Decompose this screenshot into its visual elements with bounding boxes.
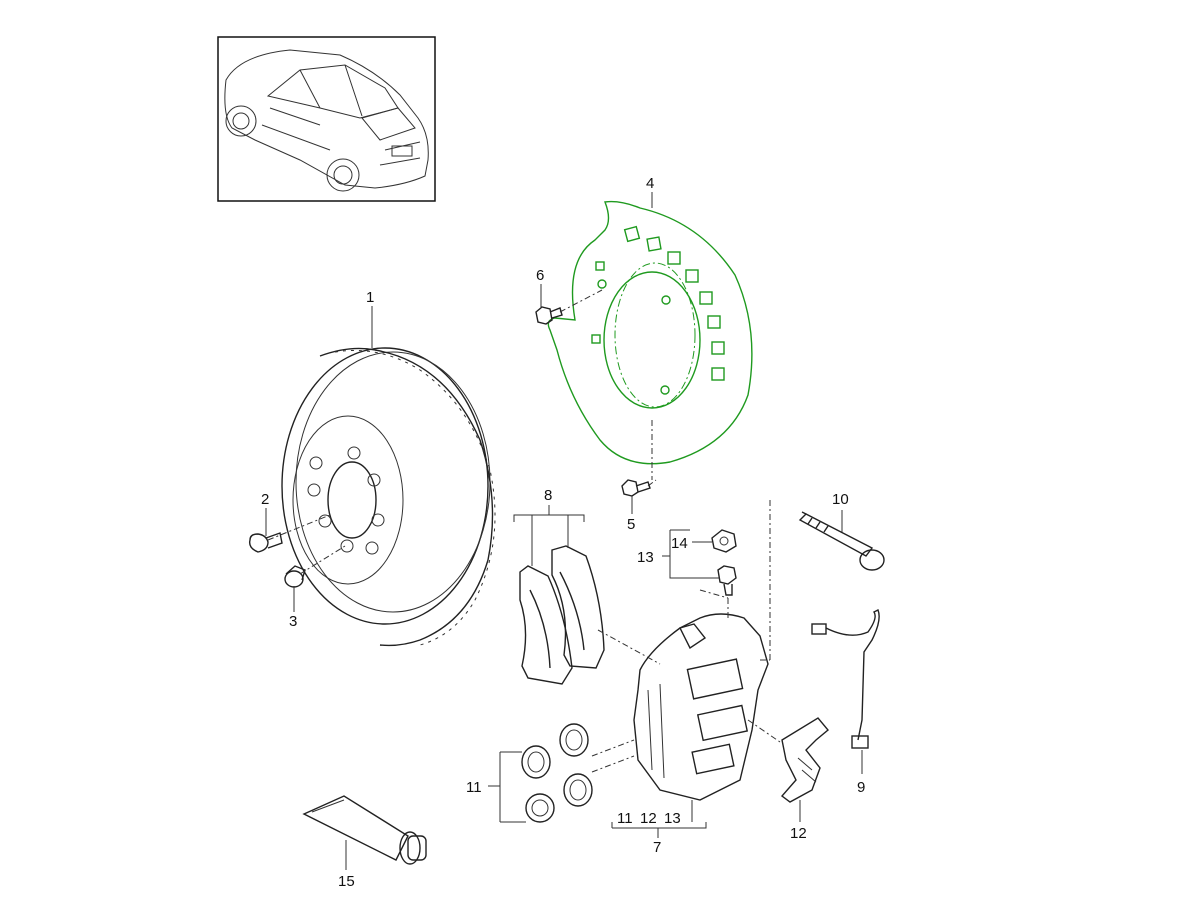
brake-pads-icon xyxy=(519,545,605,685)
hex-bolt-icon xyxy=(621,479,651,497)
wear-sensor-icon xyxy=(811,609,880,749)
brake-pad-set[interactable] xyxy=(519,545,605,685)
callout-10: 10 xyxy=(832,491,849,508)
leader-lines xyxy=(265,192,863,870)
bolt-6[interactable] xyxy=(535,306,563,325)
callout-6: 6 xyxy=(536,267,544,284)
callout-7-sub-11: 11 xyxy=(617,810,633,827)
brake-disc[interactable] xyxy=(281,347,496,647)
bolt-3[interactable] xyxy=(284,565,306,588)
callout-7: 7 xyxy=(653,839,661,856)
piston-seal-kit[interactable] xyxy=(521,723,593,823)
callout-7-sub-13: 13 xyxy=(664,810,681,827)
callout-7-sub-12: 12 xyxy=(640,810,657,827)
hex-bolt-icon xyxy=(535,306,563,325)
bleeder-screw-icon xyxy=(717,565,737,596)
bleeder-valve-set[interactable] xyxy=(711,529,737,596)
callout-9: 9 xyxy=(857,779,865,796)
bolt-2[interactable] xyxy=(248,532,283,553)
brake-wear-sensor[interactable] xyxy=(811,609,880,749)
callout-14: 14 xyxy=(671,535,688,552)
brake-caliper[interactable] xyxy=(633,613,769,801)
callout-labels: 1 2 3 4 5 6 7 8 9 10 11 12 13 14 15 11 1… xyxy=(261,175,865,890)
callout-1: 1 xyxy=(366,289,374,306)
callout-3: 3 xyxy=(289,613,297,630)
brake-caliper-icon xyxy=(633,613,769,801)
anti-rattle-spring[interactable] xyxy=(780,717,829,803)
callout-8: 8 xyxy=(544,487,552,504)
caliper-bolt-icon xyxy=(798,511,885,571)
callout-5: 5 xyxy=(627,516,635,533)
spring-clip-icon xyxy=(780,717,829,803)
callout-12: 12 xyxy=(790,825,807,842)
caliper-bolt[interactable] xyxy=(798,511,885,571)
centering-bolt-icon xyxy=(284,565,306,588)
bolt-5[interactable] xyxy=(621,479,651,497)
splash-shield-icon xyxy=(547,200,753,465)
car-thumbnail-icon xyxy=(224,49,429,192)
callout-13: 13 xyxy=(637,549,654,566)
vehicle-thumbnail[interactable] xyxy=(217,36,436,202)
bleeder-cap-icon xyxy=(711,529,737,553)
countersunk-screw-icon xyxy=(248,532,283,553)
brake-splash-shield[interactable] xyxy=(547,200,753,465)
grease-tube-icon xyxy=(302,795,427,865)
callout-4: 4 xyxy=(646,175,654,192)
grease-tube[interactable] xyxy=(302,795,427,865)
piston-seal-icon xyxy=(521,723,593,823)
callout-2: 2 xyxy=(261,491,269,508)
callout-15: 15 xyxy=(338,873,355,890)
callout-11: 11 xyxy=(466,779,482,796)
brake-disc-icon xyxy=(281,347,496,647)
